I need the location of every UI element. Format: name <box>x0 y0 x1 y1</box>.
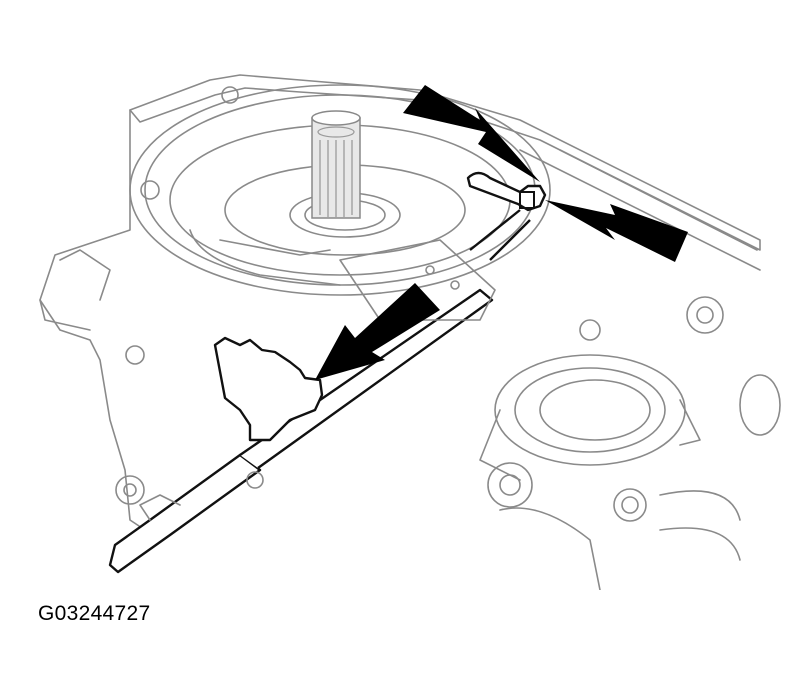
arrow-top-upper <box>403 85 540 182</box>
detent-plate <box>339 239 496 321</box>
arrow-top-lower <box>545 200 688 262</box>
case-bosses <box>115 86 264 505</box>
figure-id-label: G03244727 <box>38 602 151 625</box>
manual-shaft <box>108 288 494 574</box>
shift-fork-pin <box>466 171 547 261</box>
input-shaft <box>311 110 361 219</box>
detent-lever <box>213 336 324 442</box>
arrow-middle <box>315 283 440 380</box>
clutch-housing <box>479 296 781 590</box>
transmission-illustration <box>39 74 781 590</box>
case-outline <box>39 74 761 541</box>
